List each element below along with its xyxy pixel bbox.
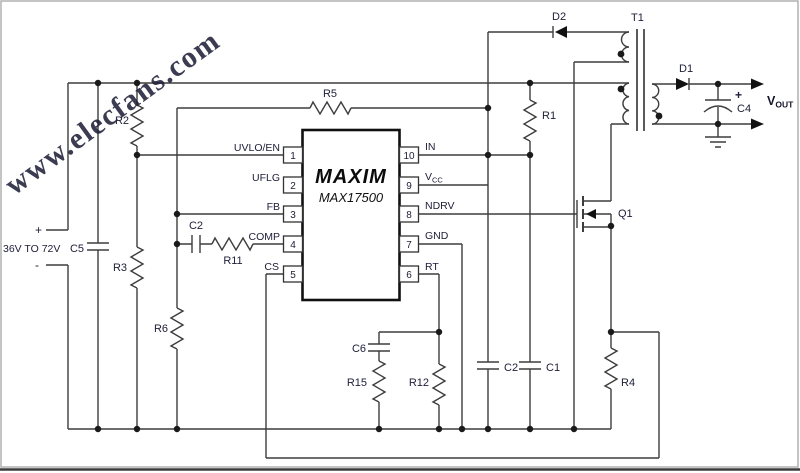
pin-9-number: 9 — [406, 181, 412, 192]
pin-8-number: 8 — [406, 210, 412, 221]
t1-label: T1 — [631, 12, 644, 24]
pin-5-number: 5 — [290, 270, 296, 281]
pin-10-number: 10 — [403, 151, 415, 162]
c1-label: C1 — [546, 362, 560, 374]
pin-3-number: 3 — [290, 210, 296, 221]
r11-label: R11 — [223, 255, 242, 267]
ic-max17500: MAXIM MAX17500 1 2 3 4 5 10 9 8 7 6 UVLO… — [234, 128, 455, 302]
t1-dot-reset — [617, 50, 625, 58]
t1-dot-primary — [617, 85, 625, 93]
input-minus-label: - — [35, 258, 39, 272]
pin-7-number: 7 — [406, 240, 412, 251]
r15-label: R15 — [347, 377, 367, 389]
maxim-logo: MAXIM — [315, 166, 387, 188]
d2-diode — [555, 26, 567, 38]
pin-1-number: 1 — [290, 151, 296, 162]
ic-part-number: MAX17500 — [319, 190, 384, 205]
r6-label: R6 — [154, 323, 168, 335]
c6-label: C6 — [352, 343, 366, 355]
pin-uvlo-label: UVLO/EN — [234, 142, 280, 154]
c2-comp-label: C2 — [189, 220, 203, 232]
pin-ndrv-label: NDRV — [425, 200, 455, 212]
pin-comp-label: COMP — [249, 231, 281, 243]
d2-label: D2 — [552, 11, 566, 23]
pin-6-number: 6 — [406, 270, 412, 281]
r5-label: R5 — [323, 88, 337, 100]
pin-cs-label: CS — [264, 261, 279, 273]
junction-dots — [94, 50, 722, 433]
c4-plus-label: + — [735, 88, 742, 102]
c5-label: C5 — [70, 243, 84, 255]
pin-rt-label: RT — [425, 261, 439, 273]
pin-fb-label: FB — [267, 201, 280, 213]
pin-gnd-label: GND — [425, 230, 449, 242]
vout-minus-arrow — [751, 118, 764, 130]
input-plus-label: + — [35, 223, 42, 237]
input-range-label: 36V TO 72V — [3, 243, 60, 255]
pin-vcc-label: VCC — [425, 171, 443, 185]
watermark-text: www.elecfans.com — [0, 24, 226, 202]
r4-label: R4 — [621, 377, 635, 389]
pin-uflg-label: UFLG — [252, 172, 280, 184]
wires — [46, 26, 751, 459]
pin-in-label: IN — [425, 141, 436, 153]
c2-bypass-label: C2 — [504, 362, 518, 374]
vout-sub: OUT — [775, 100, 794, 110]
r12-label: R12 — [409, 377, 429, 389]
pin-2-number: 2 — [290, 181, 296, 192]
pin-vcc-sub: CC — [432, 176, 443, 185]
r1-label: R1 — [542, 110, 556, 122]
ic-body — [301, 128, 401, 302]
q1-label: Q1 — [618, 208, 633, 220]
t1-dot-secondary — [655, 112, 663, 120]
c4-label: C4 — [737, 103, 751, 115]
q1-body-arrow — [586, 209, 596, 219]
d1-label: D1 — [679, 63, 693, 75]
pin-boxes — [282, 146, 420, 283]
r2-label: R2 — [115, 115, 129, 127]
vout-label: VOUT — [767, 94, 794, 110]
diode-symbols — [555, 26, 764, 219]
pin-4-number: 4 — [290, 240, 296, 251]
r3-label: R3 — [113, 262, 127, 274]
vout-main: V — [767, 94, 776, 108]
vout-plus-arrow — [751, 78, 764, 90]
component-labels: + 36V TO 72V - C5 R2 R3 R5 R6 R1 C2 R11 … — [3, 11, 794, 389]
d1-diode — [676, 78, 689, 90]
pin-vcc-main: V — [425, 171, 432, 183]
